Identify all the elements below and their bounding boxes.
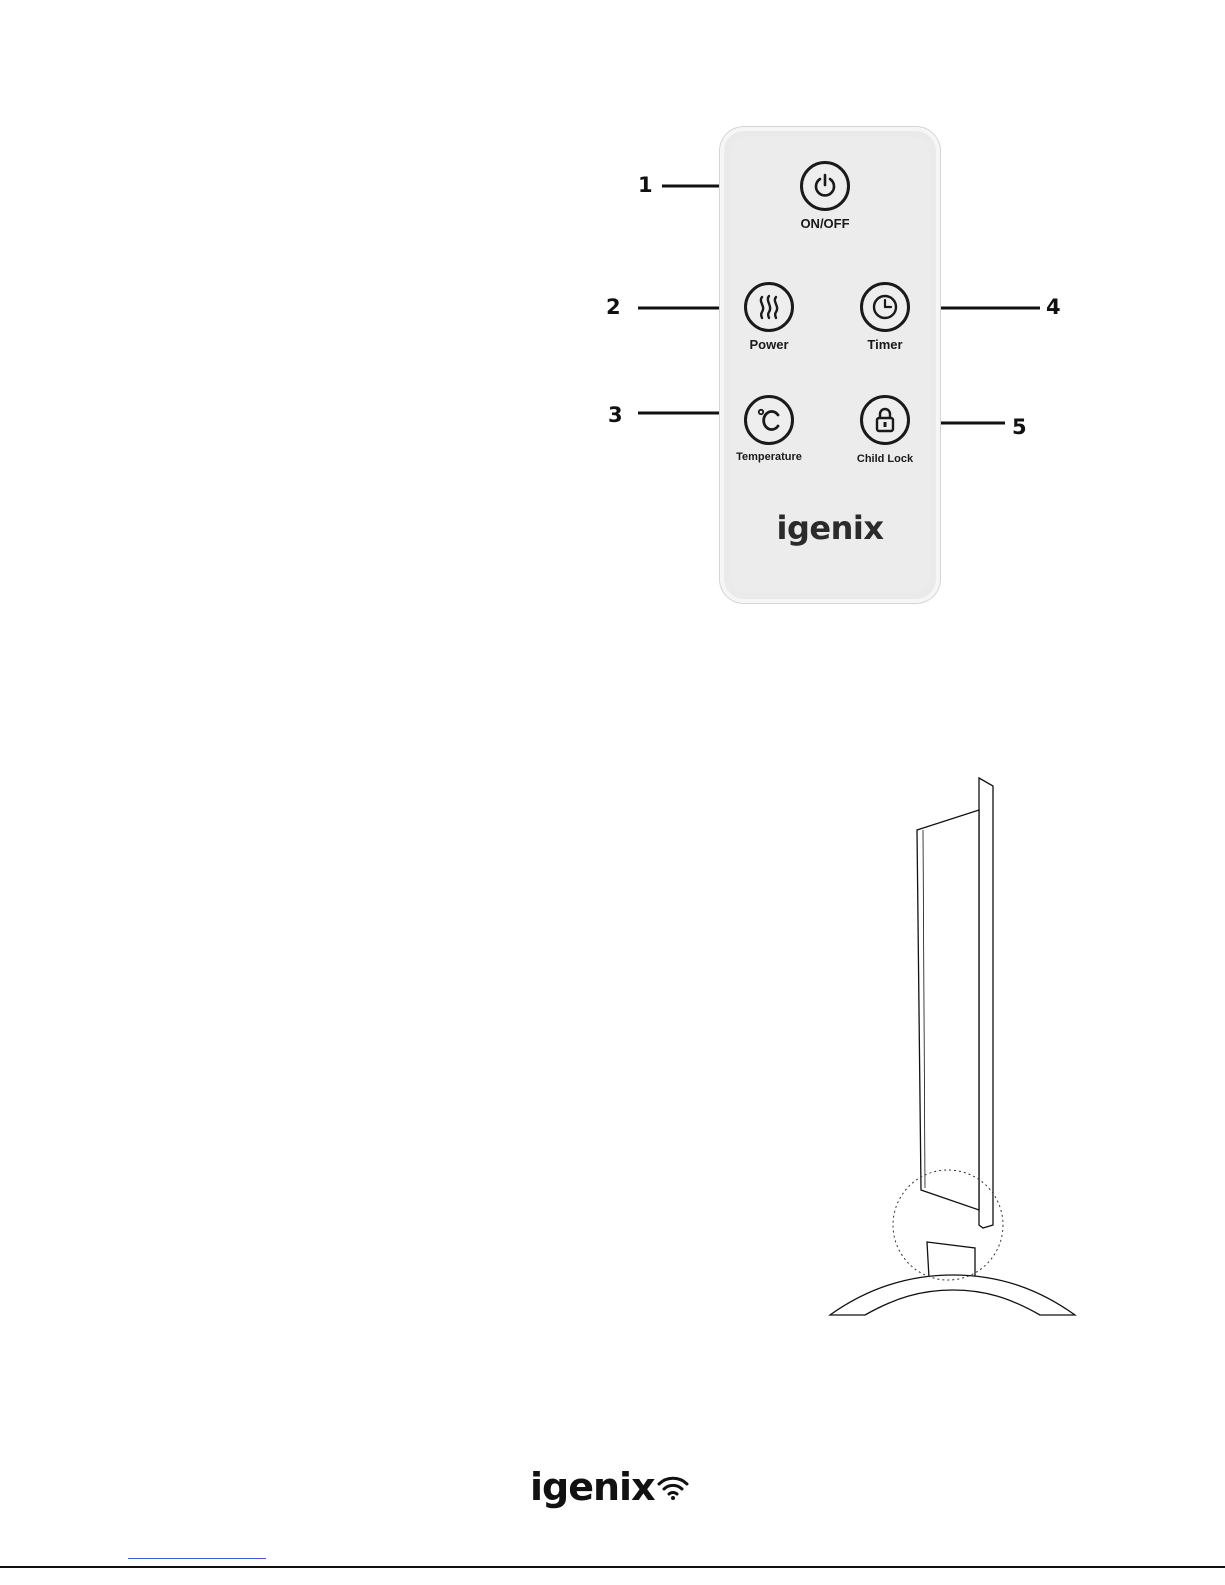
heater-side-view-icon [825,770,1085,1320]
power-level-button[interactable] [744,282,794,332]
timer-button[interactable] [860,282,910,332]
footer-logo-text: igenix [530,1465,655,1509]
remote-body: ON/OFF Power Timer [720,127,940,603]
footer-link-underline [128,1558,266,1559]
child-lock-button[interactable] [860,395,910,445]
remote-brand-logo: igenix [720,509,940,547]
child-lock-label: Child Lock [815,453,955,465]
heat-waves-icon [754,292,784,322]
celsius-icon [754,405,784,435]
remote-control-figure: 1 2 3 4 5 ON/OFF Power [570,115,1095,610]
footer-logo: igenix [530,1462,691,1512]
clock-icon [870,292,900,322]
callout-number-5: 5 [1012,415,1027,439]
callout-number-2: 2 [606,295,621,319]
lock-icon [870,405,900,435]
callout-number-1: 1 [638,173,653,197]
callout-number-3: 3 [608,403,623,427]
on-off-label: ON/OFF [755,216,895,231]
on-off-button[interactable] [800,161,850,211]
power-icon [811,172,839,200]
footer-rule [0,1566,1225,1568]
callout-number-4: 4 [1046,295,1061,319]
timer-label: Timer [815,337,955,352]
wifi-icon [655,1472,691,1502]
temperature-button[interactable] [744,395,794,445]
